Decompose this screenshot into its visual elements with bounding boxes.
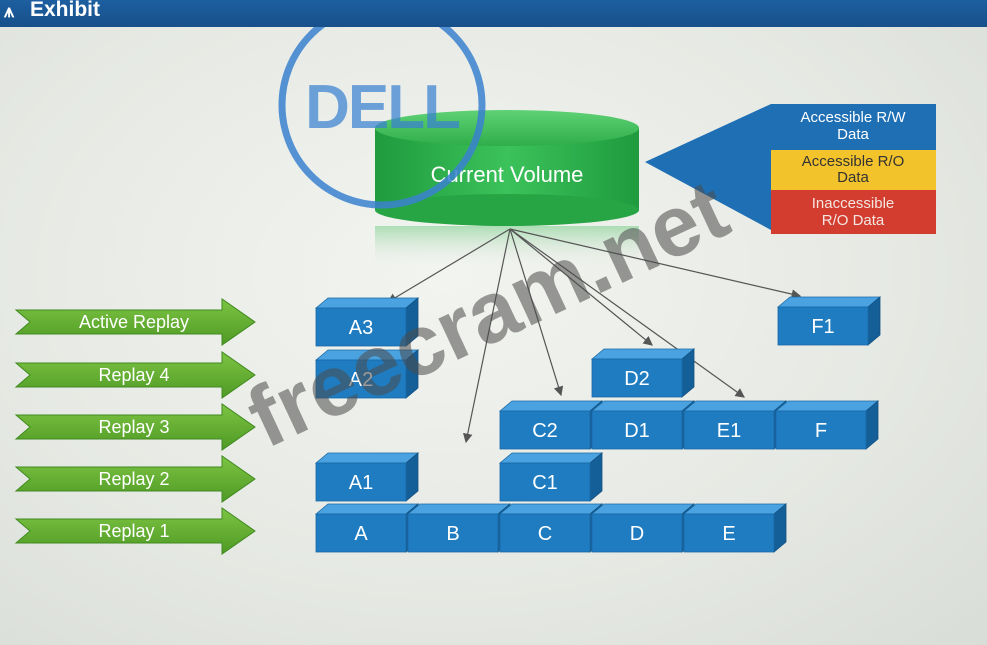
pointer-arrow-d2 xyxy=(509,228,653,346)
replay-label: Replay 4 xyxy=(98,365,169,385)
dell-logo-text: DELL xyxy=(305,73,459,142)
block-label: D1 xyxy=(624,420,650,442)
block-label: A xyxy=(354,523,368,545)
pointer-arrow-e1 xyxy=(509,228,745,398)
legend-inaccessible-box xyxy=(771,190,936,234)
block-c1: C1 xyxy=(498,452,604,502)
replay-diagram: Current Volume Accessible R/W Data Acces… xyxy=(14,27,936,555)
replay-arrow: Active Replay xyxy=(14,298,256,346)
replay-label: Replay 1 xyxy=(98,521,169,541)
block-label: A3 xyxy=(349,317,373,339)
block-a2: A2 xyxy=(314,349,420,399)
legend-rw-box xyxy=(771,104,936,150)
pointer-arrow-a3 xyxy=(386,228,511,303)
pointer-arrows xyxy=(386,228,802,444)
block-label: F xyxy=(815,420,827,442)
replay-label: Active Replay xyxy=(79,312,189,332)
block-label: A1 xyxy=(349,472,373,494)
block-label: D2 xyxy=(624,368,650,390)
replay-arrow: Replay 4 xyxy=(14,351,256,399)
legend-ro-line1: Accessible R/O xyxy=(802,153,905,170)
block-f1: F1 xyxy=(776,296,882,346)
block-label: A2 xyxy=(349,369,373,391)
block-d: D xyxy=(590,503,696,553)
replay-label: Replay 3 xyxy=(98,417,169,437)
legend-ro-box xyxy=(771,150,936,190)
block-a: A xyxy=(314,503,420,553)
window-titlebar: ⩚ Exhibit xyxy=(0,0,987,27)
current-volume-cylinder: Current Volume xyxy=(375,110,639,266)
dell-logo: DELL xyxy=(278,27,486,209)
block-label: C2 xyxy=(532,420,558,442)
block-d2: D2 xyxy=(590,348,696,398)
block-label: E xyxy=(722,523,735,545)
block-b: B xyxy=(406,503,512,553)
pointer-arrow-c2 xyxy=(509,228,564,397)
pointer-arrow-f1 xyxy=(509,228,802,299)
replay-label: Replay 2 xyxy=(98,469,169,489)
legend-inaccessible-line1: Inaccessible xyxy=(812,195,895,212)
block-c2: C2 xyxy=(498,400,604,450)
block-label: C1 xyxy=(532,472,558,494)
block-label: D xyxy=(630,523,644,545)
block-e1: E1 xyxy=(682,400,788,450)
block-label: E1 xyxy=(717,420,741,442)
block-e: E xyxy=(682,503,788,553)
replay-arrow: Replay 3 xyxy=(14,403,256,451)
legend-wedge xyxy=(645,104,771,230)
window-title: Exhibit xyxy=(30,0,101,21)
block-a1: A1 xyxy=(314,452,420,502)
block-label: C xyxy=(538,523,552,545)
pointer-arrow-b xyxy=(462,228,511,444)
dell-logo-ring xyxy=(278,27,486,209)
block-d1: D1 xyxy=(590,400,696,450)
legend: Accessible R/W Data Accessible R/O Data … xyxy=(645,104,936,234)
replay-arrow: Replay 1 xyxy=(14,507,256,555)
legend-inaccessible-line2: R/O Data xyxy=(822,212,885,229)
block-c: C xyxy=(498,503,604,553)
block-label: B xyxy=(446,523,459,545)
diagram-canvas: Current Volume Accessible R/W Data Acces… xyxy=(0,27,987,645)
block-label: F1 xyxy=(811,316,834,338)
legend-rw-line1: Accessible R/W xyxy=(800,109,906,126)
block-f: F xyxy=(774,400,880,450)
replay-arrow: Replay 2 xyxy=(14,455,256,503)
legend-rw-line2: Data xyxy=(837,126,869,143)
legend-ro-line2: Data xyxy=(837,169,869,186)
exhibit-icon: ⩚ xyxy=(4,1,15,21)
block-a3: A3 xyxy=(314,297,420,347)
